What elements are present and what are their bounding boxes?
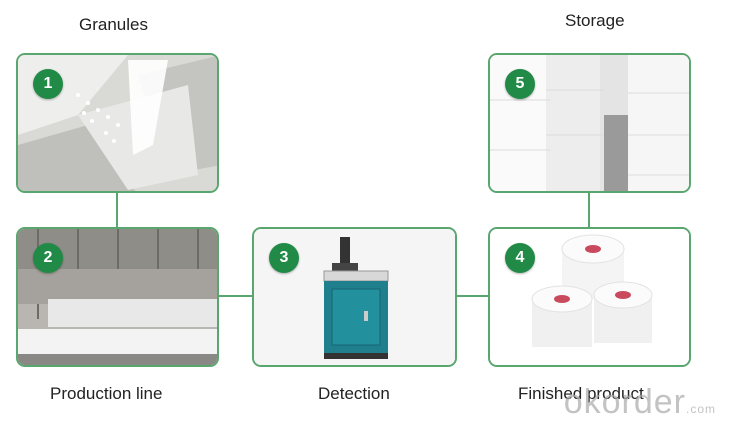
label-storage: Storage [565, 11, 625, 30]
label-production-line: Production line [50, 384, 163, 403]
step-card-granules: 1 [16, 53, 219, 193]
connector-2-3 [217, 295, 254, 297]
watermark-suffix: .com [685, 402, 716, 416]
connector-4-5 [588, 192, 590, 228]
label-finished-product: Finished product [518, 384, 644, 403]
step-card-storage: 5 [488, 53, 691, 193]
label-granules: Granules [79, 15, 148, 34]
production-line-image [18, 229, 217, 365]
step-number-5: 5 [505, 69, 535, 99]
watermark-brand: okorder [563, 383, 686, 421]
step-number-3: 3 [269, 243, 299, 273]
step-number-2: 2 [33, 243, 63, 273]
step-card-production-line: 2 [16, 227, 219, 367]
okorder-watermark: okorder.com [564, 383, 716, 422]
connector-1-2 [116, 192, 118, 228]
connector-3-4 [456, 295, 490, 297]
step-card-detection: 3 [252, 227, 457, 367]
label-detection: Detection [318, 384, 390, 403]
step-card-finished-product: 4 [488, 227, 691, 367]
step-number-4: 4 [505, 243, 535, 273]
step-number-1: 1 [33, 69, 63, 99]
finished-product-image [490, 229, 689, 365]
